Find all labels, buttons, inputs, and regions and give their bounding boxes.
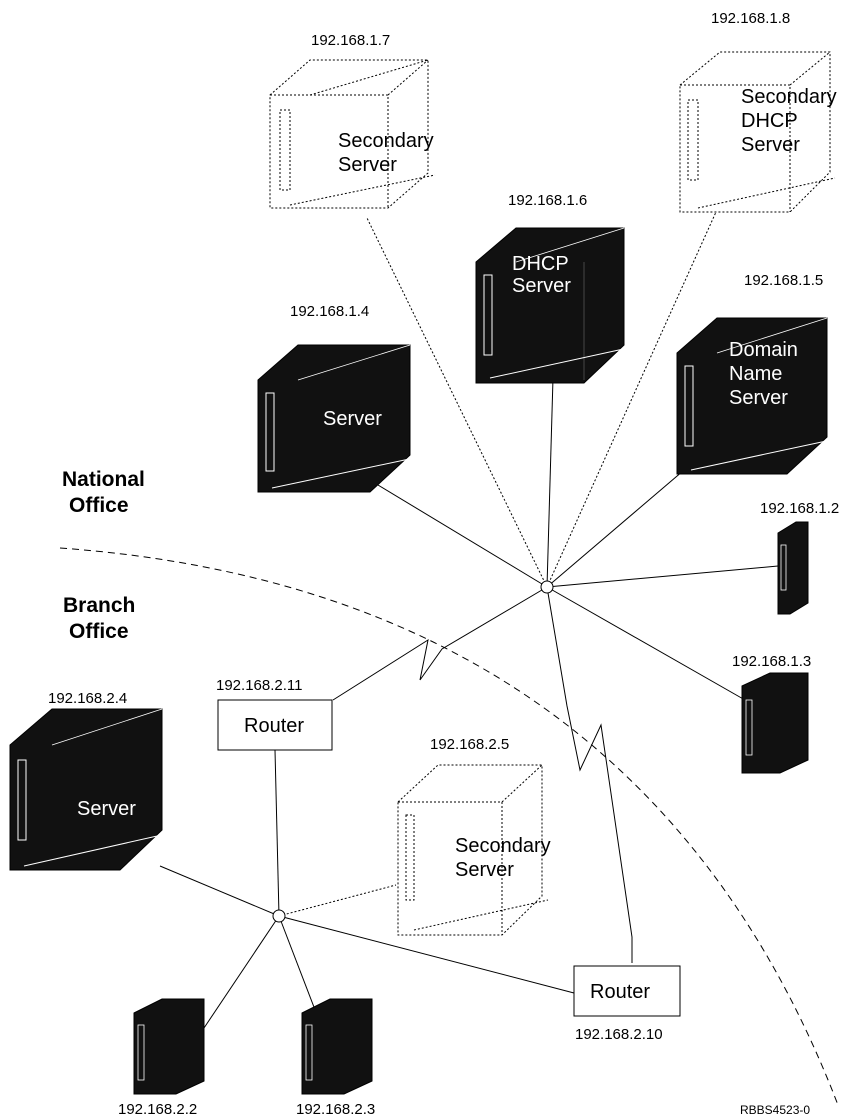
- wan-link-branch-router: [332, 586, 548, 701]
- device-label: Secondary: [455, 835, 551, 857]
- device-label: Server: [338, 154, 397, 176]
- device-label: Server: [455, 859, 514, 881]
- region-label-national: Office: [69, 494, 129, 517]
- router-branch: Router 192.168.2.11: [216, 677, 333, 751]
- link-hub-dhcp: [546, 377, 554, 588]
- link-bhub-router: [274, 749, 280, 917]
- region-label-national: National: [62, 468, 145, 491]
- device-label: Server: [741, 134, 800, 156]
- link-hub-secondary-dhcp: [546, 211, 717, 588]
- connections: [159, 211, 779, 1029]
- ip-label: 192.168.1.3: [732, 653, 811, 670]
- link-hub-client-1-2: [546, 565, 779, 588]
- link-hub-secondary-server: [366, 217, 548, 588]
- server-branch: Server 192.168.2.4: [9, 690, 167, 871]
- ip-label: 192.168.1.2: [760, 500, 839, 517]
- link-bhub-client-2-2: [203, 915, 280, 1029]
- ip-label: 192.168.1.5: [744, 272, 823, 289]
- wan-link-router-2-10: [546, 586, 633, 963]
- dhcp-server: DHCP Server 192.168.1.6: [475, 192, 629, 384]
- office-boundary: [59, 547, 839, 1106]
- link-hub-dns: [546, 464, 691, 588]
- client-1-3: 192.168.1.3: [732, 653, 811, 774]
- client-2-2: 192.168.2.2: [118, 998, 205, 1118]
- device-label: DHCP: [512, 253, 569, 275]
- link-hub-server: [377, 484, 548, 588]
- device-label: Name: [729, 363, 782, 385]
- device-label: Secondary: [338, 130, 434, 152]
- ip-label: 192.168.1.6: [508, 192, 587, 209]
- device-label: Server: [323, 408, 382, 430]
- region-label-branch: Office: [69, 620, 129, 643]
- ip-label: 192.168.1.8: [711, 10, 790, 27]
- ip-label: 192.168.2.4: [48, 690, 127, 707]
- link-hub-client-1-3: [546, 586, 746, 701]
- client-1-2: 192.168.1.2: [760, 500, 839, 615]
- link-bhub-router-2-10: [278, 915, 575, 994]
- link-bhub-secondary-server: [278, 884, 397, 917]
- branch-hub: [272, 909, 286, 923]
- ip-label: 192.168.2.10: [575, 1026, 663, 1043]
- device-label: Router: [244, 715, 304, 737]
- ip-label: 192.168.2.2: [118, 1101, 197, 1118]
- device-label: Server: [512, 275, 571, 297]
- ip-label: 192.168.2.5: [430, 736, 509, 753]
- device-label: Domain: [729, 339, 798, 361]
- region-label-branch: Branch: [63, 594, 135, 617]
- secondary-dhcp-server: Secondary DHCP Server 192.168.1.8: [679, 10, 837, 213]
- device-label: Server: [729, 387, 788, 409]
- device-label: Server: [77, 798, 136, 820]
- secondary-server-branch: Secondary Server 192.168.2.5: [397, 736, 551, 936]
- ip-label: 192.168.2.3: [296, 1101, 375, 1118]
- link-bhub-server: [159, 865, 280, 917]
- device-label: Secondary: [741, 86, 837, 108]
- domain-name-server: Domain Name Server 192.168.1.5: [676, 272, 832, 475]
- national-hub: [540, 580, 554, 594]
- device-label: DHCP: [741, 110, 798, 132]
- ip-label: 192.168.2.11: [216, 677, 302, 694]
- device-label: Router: [590, 981, 650, 1003]
- secondary-server-national: Secondary Server 192.168.1.7: [269, 32, 436, 209]
- client-2-3: 192.168.2.3: [296, 998, 375, 1118]
- figure-id: RBBS4523-0: [740, 1103, 810, 1117]
- router-national: Router 192.168.2.10: [573, 965, 681, 1043]
- server-national: Server 192.168.1.4: [257, 303, 415, 493]
- ip-label: 192.168.1.7: [311, 32, 390, 49]
- ip-label: 192.168.1.4: [290, 303, 369, 320]
